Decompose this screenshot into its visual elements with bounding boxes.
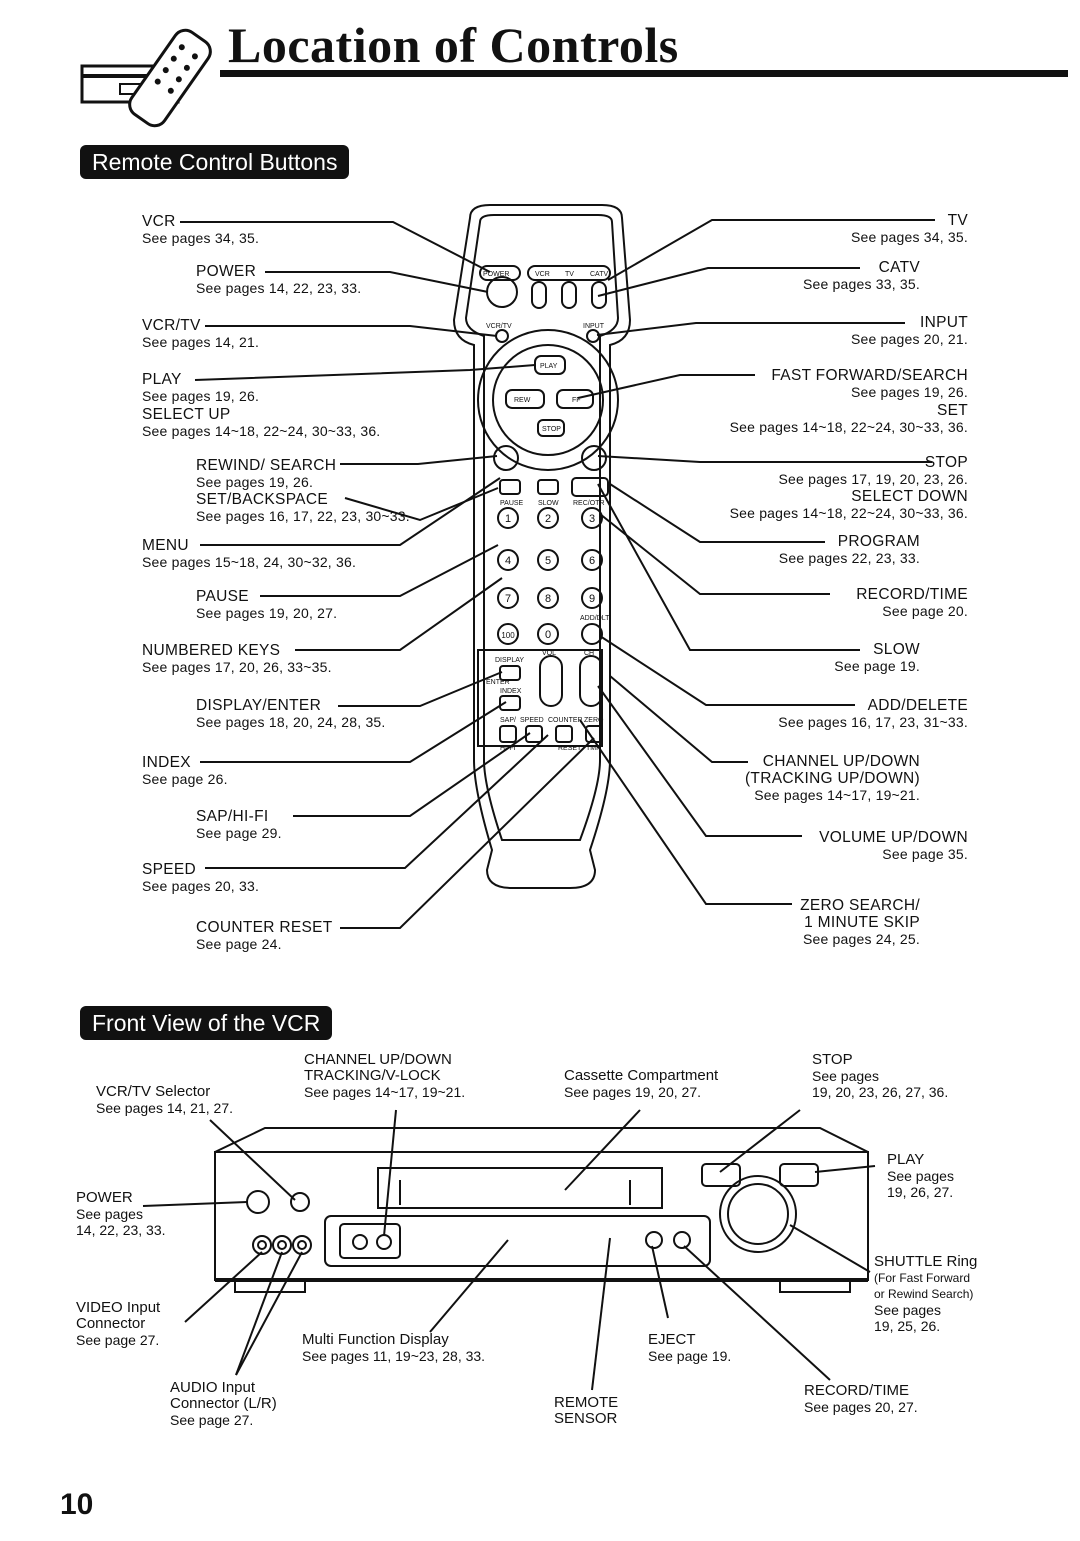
svg-text:2: 2 (545, 513, 551, 525)
svg-text:FF: FF (572, 397, 581, 404)
svg-text:0: 0 (545, 629, 551, 641)
svg-text:VCR/TV: VCR/TV (486, 323, 512, 330)
svg-text:INDEX: INDEX (500, 688, 522, 695)
svg-text:CH: CH (584, 650, 594, 657)
btn-power-text: POWER (483, 271, 509, 278)
section-heading-vcr: Front View of the VCR (80, 1006, 333, 1040)
svg-text:INPUT: INPUT (583, 323, 605, 330)
svg-text:VCR: VCR (535, 271, 550, 278)
svg-text:7: 7 (505, 593, 511, 605)
svg-text:SPEED: SPEED (520, 717, 544, 724)
svg-text:REC/OTR: REC/OTR (573, 500, 605, 507)
svg-text:TV: TV (565, 271, 574, 278)
svg-text:STOP: STOP (542, 426, 561, 433)
svg-text:VOL: VOL (542, 650, 556, 657)
title-rule (220, 70, 1068, 77)
svg-text:3: 3 (589, 513, 595, 525)
page-number: 10 (60, 1488, 94, 1521)
svg-text:HI-FI: HI-FI (500, 745, 516, 752)
svg-text:100: 100 (501, 631, 515, 640)
svg-text:ADD/DLT: ADD/DLT (580, 615, 610, 622)
svg-text:RESET: RESET (558, 745, 582, 752)
section-heading-remote: Remote Control Buttons (80, 145, 350, 179)
svg-text:REW: REW (514, 397, 531, 404)
header-remote-icon (80, 28, 220, 128)
svg-text:SLOW: SLOW (538, 500, 559, 507)
svg-text:1: 1 (505, 513, 511, 525)
svg-text:5: 5 (545, 555, 551, 567)
svg-text:TMR: TMR (586, 745, 601, 752)
svg-text:ENTER: ENTER (486, 679, 510, 686)
label-channel-up-down: CHANNEL UP/DOWN(TRACKING UP/DOWN)See pag… (744, 753, 920, 803)
svg-text:COUNTER: COUNTER (548, 717, 583, 724)
page-title: Location of Controls (228, 17, 679, 73)
svg-text:6: 6 (589, 555, 595, 567)
svg-text:9: 9 (589, 593, 595, 605)
svg-text:CATV: CATV (590, 271, 608, 278)
svg-text:PLAY: PLAY (540, 363, 558, 370)
svg-text:4: 4 (505, 555, 511, 567)
svg-text:8: 8 (545, 593, 551, 605)
svg-text:DISPLAY: DISPLAY (495, 657, 524, 664)
svg-text:SAP/: SAP/ (500, 717, 516, 724)
svg-text:ZERO: ZERO (584, 717, 604, 724)
svg-text:PAUSE: PAUSE (500, 500, 524, 507)
